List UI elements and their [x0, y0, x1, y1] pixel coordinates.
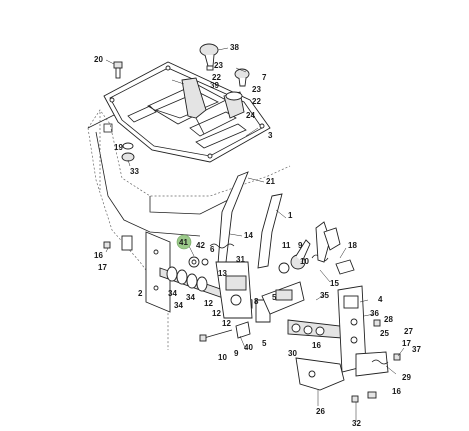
- link-arm: [287, 319, 343, 339]
- callout-21: 21: [266, 177, 275, 186]
- callout-20: 20: [94, 55, 103, 64]
- callout-39: 39: [210, 81, 219, 90]
- callout-1: 1: [288, 211, 293, 220]
- callout-22: 22: [212, 73, 221, 82]
- lever-13: [315, 221, 341, 263]
- callout-7: 7: [262, 73, 267, 82]
- callout-38: 38: [230, 43, 239, 52]
- callout-28: 28: [384, 315, 393, 324]
- grommet-19: [121, 142, 135, 162]
- callout-23: 23: [214, 61, 223, 70]
- callout-31: 31: [236, 255, 245, 264]
- shift-knob-7: [234, 68, 250, 87]
- callout-22b: 22: [252, 97, 261, 106]
- bushing-18: [335, 259, 355, 275]
- callout-30: 30: [288, 349, 297, 358]
- spring-29: [371, 359, 389, 365]
- callout-4: 4: [378, 295, 383, 304]
- callout-34c: 34: [174, 301, 183, 310]
- callout-36: 36: [370, 309, 379, 318]
- callout-41: 41: [179, 238, 188, 247]
- callout-42: 42: [196, 241, 205, 250]
- callout-25: 25: [380, 329, 389, 338]
- highlight-badge: [176, 234, 192, 250]
- bottom-arm-26: [295, 357, 345, 391]
- callout-17: 17: [98, 263, 107, 272]
- bolt-10: [199, 329, 233, 342]
- callout-12c: 12: [222, 319, 231, 328]
- leader-lines: [105, 47, 405, 422]
- callout-15: 15: [330, 279, 339, 288]
- shift-lever-39: [181, 77, 207, 135]
- callout-labels: 38 20 23 22 7 39 23 22 24 3 19 33 21 1 1…: [94, 43, 421, 428]
- callout-10b: 10: [218, 353, 227, 362]
- callout-32: 32: [352, 419, 361, 428]
- callout-13: 13: [218, 269, 227, 278]
- callout-12: 12: [204, 299, 213, 308]
- control-rod-1: [257, 193, 283, 269]
- boot-24: [223, 91, 245, 119]
- callout-8: 8: [254, 297, 259, 306]
- callout-23b: 23: [252, 85, 261, 94]
- callout-3: 3: [268, 131, 273, 140]
- callout-37: 37: [412, 345, 421, 354]
- callout-17b: 17: [402, 339, 411, 348]
- callout-2: 2: [138, 289, 143, 298]
- callout-16b: 16: [312, 341, 321, 350]
- callout-10: 10: [300, 257, 309, 266]
- callout-27: 27: [404, 327, 413, 336]
- callout-5: 5: [272, 293, 277, 302]
- callout-6: 6: [210, 245, 215, 254]
- callout-14: 14: [244, 231, 253, 240]
- crank-mid: [261, 281, 305, 315]
- callout-35: 35: [320, 291, 329, 300]
- callout-18: 18: [348, 241, 357, 250]
- washer-42: [188, 256, 200, 268]
- pivot-11: [278, 239, 311, 274]
- bolts-small: [103, 241, 401, 403]
- lever-assembly-left: [215, 261, 271, 323]
- callout-40: 40: [244, 343, 253, 352]
- callout-29: 29: [402, 373, 411, 382]
- callout-34b: 34: [186, 293, 195, 302]
- right-bracket-4: [337, 285, 389, 377]
- callout-12b: 12: [212, 309, 221, 318]
- callout-11: 11: [282, 241, 291, 250]
- callout-26: 26: [316, 407, 325, 416]
- shift-knob-38: [199, 43, 219, 71]
- bushing-40: [235, 321, 251, 339]
- callout-5b: 5: [262, 339, 267, 348]
- callout-33: 33: [130, 167, 139, 176]
- callout-16c: 16: [392, 387, 401, 396]
- callout-16: 16: [94, 251, 103, 260]
- callout-9b: 9: [234, 349, 239, 358]
- control-rod-21: [217, 171, 249, 265]
- spring-6: [201, 243, 235, 266]
- callout-9: 9: [298, 241, 303, 250]
- bolt-20: [113, 61, 123, 79]
- callout-24: 24: [246, 111, 255, 120]
- callout-34: 34: [168, 289, 177, 298]
- mount-bracket-2: [121, 231, 171, 313]
- callout-19: 19: [114, 143, 123, 152]
